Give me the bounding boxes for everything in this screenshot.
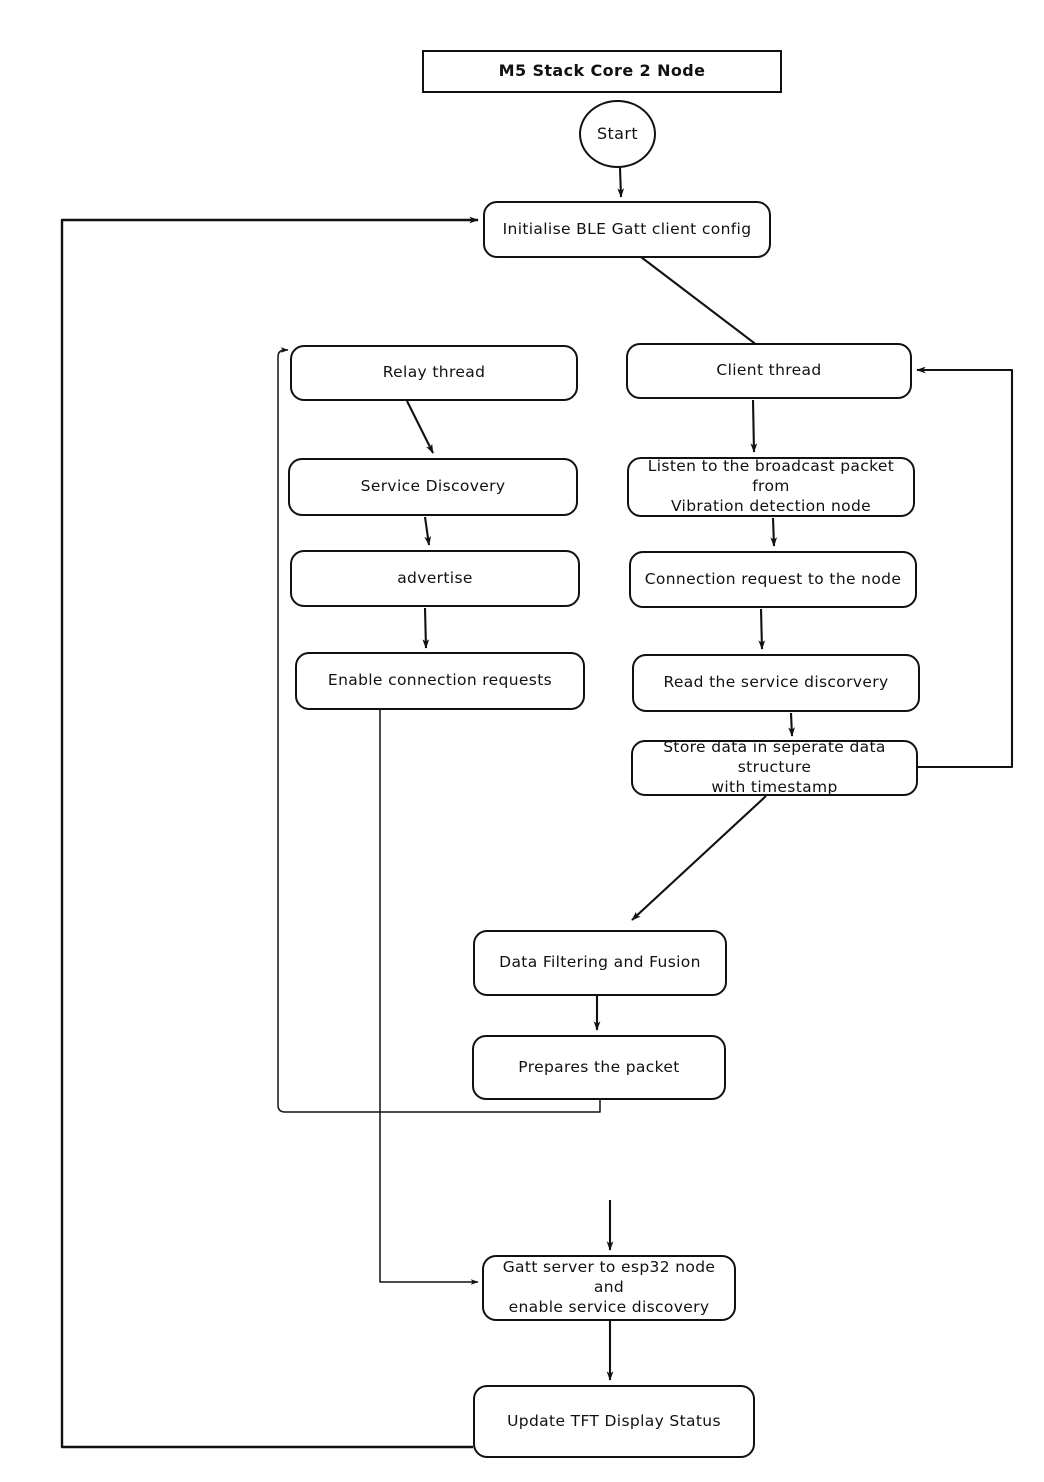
node-label: Connection request to the node xyxy=(644,569,902,588)
edge-readservice-to-storedata xyxy=(788,712,796,737)
node-label: Initialise BLE Gatt client config xyxy=(502,219,752,238)
node-start: Start xyxy=(579,100,656,168)
edge-storedata-to-client-loop xyxy=(916,366,1014,769)
node-store-data-with-timestamp: Store data in seperate data structure wi… xyxy=(631,738,918,796)
edge-client-to-listen xyxy=(750,399,758,453)
node-advertise: advertise xyxy=(290,550,580,607)
node-label: Update TFT Display Status xyxy=(507,1411,721,1430)
node-label: Store data in seperate data structure wi… xyxy=(663,738,886,796)
edge-start-to-init xyxy=(617,167,625,198)
node-service-discovery: Service Discovery xyxy=(288,458,578,516)
node-client-thread: Client thread xyxy=(626,343,912,399)
node-title-m5-stack-core-2: M5 Stack Core 2 Node xyxy=(422,50,782,93)
node-label: Client thread xyxy=(716,361,822,380)
node-relay-thread: Relay thread xyxy=(290,345,578,401)
node-label: Prepares the packet xyxy=(518,1057,680,1076)
node-label: Read the service discorvery xyxy=(663,673,889,692)
node-label: Start xyxy=(596,123,639,143)
node-label: Listen to the broadcast packet from Vibr… xyxy=(647,457,895,515)
node-update-tft-display-status: Update TFT Display Status xyxy=(473,1385,755,1458)
edge-updatetft-to-init-loop xyxy=(60,216,479,1449)
node-label: Data Filtering and Fusion xyxy=(499,953,701,972)
node-label: Service Discovery xyxy=(360,477,506,496)
node-enable-connection-requests: Enable connection requests xyxy=(295,652,585,710)
edge-servicediscovery-to-advertise xyxy=(423,516,432,546)
node-prepares-the-packet: Prepares the packet xyxy=(472,1035,726,1100)
edge-enableconnection-to-gattserver xyxy=(379,710,479,1285)
edge-advertise-to-enableconnection xyxy=(422,607,430,649)
node-read-service-discovery: Read the service discorvery xyxy=(632,654,920,712)
edge-connectionrequest-to-readservice xyxy=(758,608,766,650)
node-gatt-server-to-esp32: Gatt server to esp32 node and enable ser… xyxy=(482,1255,736,1321)
node-listen-broadcast-packet: Listen to the broadcast packet from Vibr… xyxy=(627,457,915,517)
node-label: Relay thread xyxy=(382,363,486,382)
node-label: M5 Stack Core 2 Node xyxy=(498,61,706,81)
node-data-filtering-and-fusion: Data Filtering and Fusion xyxy=(473,930,727,996)
node-label: Gatt server to esp32 node and enable ser… xyxy=(502,1258,716,1316)
node-connection-request-to-node: Connection request to the node xyxy=(629,551,917,608)
edge-listen-to-connectionrequest xyxy=(770,517,778,547)
edge-init-to-client xyxy=(640,256,771,356)
node-label: advertise xyxy=(397,568,473,587)
edge-relay-to-servicediscovery xyxy=(406,400,434,454)
edge-storedata-to-datafiltering xyxy=(631,795,767,921)
node-initialise-ble-gatt-client-config: Initialise BLE Gatt client config xyxy=(483,201,771,258)
node-label: Enable connection requests xyxy=(327,671,553,690)
